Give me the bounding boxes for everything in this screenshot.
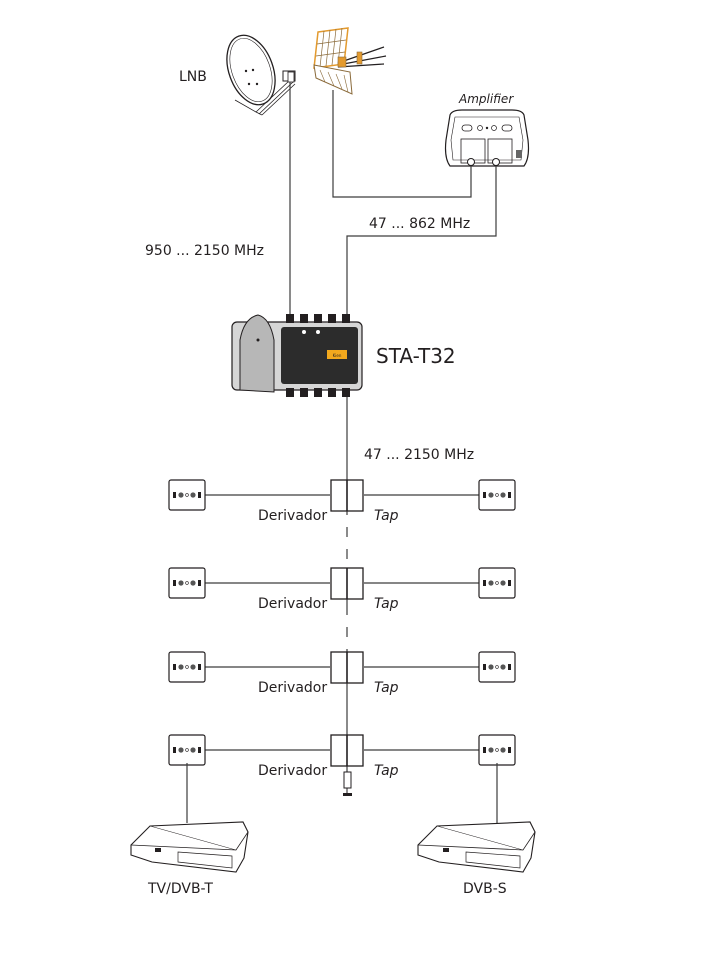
brand-badge-text: Kien	[333, 353, 342, 358]
wall-outlet-right-icon	[478, 479, 516, 511]
wall-outlet-left-icon	[168, 567, 206, 599]
receiver-right-label: DVB-S	[463, 881, 507, 897]
wall-outlet-right-icon	[478, 567, 516, 599]
sta-t32-amplifier-icon: Kien	[231, 314, 363, 397]
lnb-label: LNB	[179, 69, 207, 85]
tap-label: Tap	[374, 763, 399, 779]
device-model-label: STA-T32	[376, 344, 456, 368]
tap-label: Tap	[374, 596, 399, 612]
amplifier-icon	[444, 109, 530, 167]
receiver-left-label: TV/DVB-T	[147, 881, 213, 897]
derivador-label: Derivador	[258, 763, 327, 779]
wall-outlet-right-icon	[478, 651, 516, 683]
terrestrial-cable	[332, 90, 472, 198]
wall-outlet-left-icon	[168, 734, 206, 766]
receiver-right-icon	[417, 821, 536, 873]
tap-label: Tap	[374, 680, 399, 696]
output-band-label: 47 ... 2150 MHz	[364, 447, 474, 463]
tap-row: Derivador Tap	[168, 651, 516, 696]
satellite-dish-icon	[226, 34, 296, 116]
tap-label: Tap	[374, 508, 399, 524]
tap-row: Derivador Tap	[168, 479, 516, 524]
amplifier-output-cable	[346, 166, 497, 318]
wall-outlet-right-icon	[478, 734, 516, 766]
wall-outlet-left-icon	[168, 651, 206, 683]
derivador-label: Derivador	[258, 596, 327, 612]
amplifier-label: Amplifier	[458, 92, 514, 106]
terminating-load-icon	[343, 771, 352, 796]
tap-row: Derivador Tap	[168, 734, 516, 779]
tap-row: Derivador Tap	[168, 567, 516, 612]
wall-outlet-left-icon	[168, 479, 206, 511]
satellite-band-label: 950 ... 2150 MHz	[145, 243, 264, 259]
terrestrial-band-label: 47 ... 862 MHz	[369, 216, 470, 232]
derivador-label: Derivador	[258, 680, 327, 696]
derivador-label: Derivador	[258, 508, 327, 524]
terrestrial-antenna-icon	[313, 27, 387, 95]
receiver-left-icon	[130, 821, 249, 873]
